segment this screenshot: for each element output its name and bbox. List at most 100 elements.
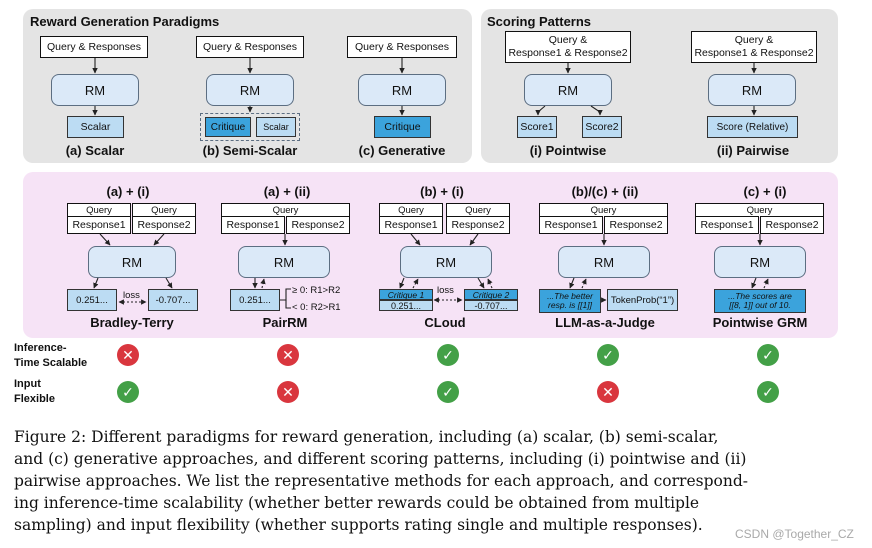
grm-header: (c) + (i) (743, 184, 787, 199)
caption-line-3: pairwise approaches. We list the represe… (14, 472, 748, 490)
cross-icon: ✕ (277, 381, 299, 403)
check-icon: ✓ (437, 381, 459, 403)
flexible-row-label: Input Flexible (14, 377, 55, 407)
b-rm-box: RM (206, 74, 294, 106)
c-rm-box: RM (358, 74, 446, 106)
judge-query-box: Query (539, 203, 668, 217)
grm-resp1-box: Response1 (695, 216, 759, 234)
cloud-critique1-box: Critique 1 (379, 289, 433, 300)
i-input-box: Query & Response1 & Response2 (505, 31, 631, 63)
pairrm-rm-box: RM (238, 246, 330, 278)
judge-output-line2: resp. is [[1]] (548, 300, 592, 310)
i-input-line2: Response1 & Response2 (508, 47, 628, 59)
cloud-query-box-2: Query (446, 203, 510, 217)
a-scalar-box: Scalar (67, 116, 124, 138)
cloud-val2-box: -0.707... (464, 300, 518, 311)
a-caption: (a) Scalar (65, 143, 125, 158)
scalable-label-line2: Time Scalable (14, 357, 88, 369)
paradigms-title: Reward Generation Paradigms (30, 14, 220, 29)
cloud-resp2-box: Response2 (446, 216, 510, 234)
grm-output-line1: ...The scores are (728, 291, 792, 302)
cloud-query-box-1: Query (379, 203, 443, 217)
pairrm-resp2-box: Response2 (286, 216, 350, 234)
check-icon: ✓ (757, 381, 779, 403)
grm-rm-box: RM (714, 246, 806, 278)
top-arrows (92, 58, 757, 116)
a-rm-box: RM (51, 74, 139, 106)
pairrm-out-box: 0.251... (230, 289, 280, 311)
ii-input-line1: Query & (734, 34, 774, 47)
caption-line-5: sampling) and input flexibility (whether… (14, 516, 703, 534)
b-input-box: Query & Responses (196, 36, 304, 58)
bottom-arrows (93, 233, 769, 309)
pairrm-query-box: Query (221, 203, 350, 217)
bt-query-box: Query (67, 203, 131, 217)
watermark: CSDN @Together_CZ (735, 527, 854, 541)
bt-out2-box: -0.707... (148, 289, 198, 311)
cross-icon: ✕ (117, 344, 139, 366)
i-score1-box: Score1 (517, 116, 557, 138)
judge-name: LLM-as-a-Judge (555, 315, 655, 330)
judge-output-box: ...The better resp. is [[1]] (539, 289, 601, 313)
pairrm-cond1: ≥ 0: R1>R2 (292, 285, 341, 296)
judge-output-line1: ...The better (547, 291, 593, 302)
cloud-val1-box: 0.251... (379, 300, 433, 311)
grm-name: Pointwise GRM (712, 315, 808, 330)
cloud-resp1-box: Response1 (379, 216, 443, 234)
pairrm-name: PairRM (262, 315, 308, 330)
bt-name: Bradley-Terry (90, 315, 174, 330)
pairrm-resp1-box: Response1 (221, 216, 285, 234)
i-input-line1: Query & (548, 34, 588, 47)
cross-icon: ✕ (277, 344, 299, 366)
cloud-rm-box: RM (400, 246, 492, 278)
judge-resp2-box: Response2 (604, 216, 668, 234)
caption-line-1: Figure 2: Different paradigms for reward… (14, 428, 719, 446)
a-input-box: Query & Responses (40, 36, 148, 58)
b-caption: (b) Semi-Scalar (202, 143, 298, 158)
grm-output-line2: [[8, 1]] out of 10. (729, 300, 791, 310)
cloud-name: CLoud (424, 315, 466, 330)
cloud-header: (b) + (i) (420, 184, 464, 199)
ii-score-relative-box: Score (Relative) (707, 116, 798, 138)
ii-caption: (ii) Pairwise (716, 143, 790, 158)
b-critique-box: Critique (205, 117, 251, 137)
ii-rm-box: RM (708, 74, 796, 106)
cloud-loss-label: loss (437, 285, 454, 296)
figure-caption: Figure 2: Different paradigms for reward… (14, 426, 858, 536)
ii-input-box: Query & Response1 & Response2 (691, 31, 817, 63)
check-icon: ✓ (117, 381, 139, 403)
caption-line-2: and (c) generative approaches, and diffe… (14, 450, 747, 468)
grm-query-box: Query (695, 203, 824, 217)
scalable-row-label: Inference- Time Scalable (14, 341, 87, 371)
grm-output-box: ...The scores are [[8, 1]] out of 10. (714, 289, 806, 313)
bt-header: (a) + (i) (106, 184, 150, 199)
pairrm-header: (a) + (ii) (263, 184, 311, 199)
bt-rm-box: RM (88, 246, 176, 278)
ii-input-line2: Response1 & Response2 (694, 47, 814, 59)
c-caption: (c) Generative (358, 143, 446, 158)
c-input-box: Query & Responses (347, 36, 457, 58)
check-icon: ✓ (437, 344, 459, 366)
judge-header: (b)/(c) + (ii) (571, 184, 639, 199)
scoring-title: Scoring Patterns (487, 14, 592, 29)
i-score2-box: Score2 (582, 116, 622, 138)
flexible-label-line2: Flexible (14, 393, 55, 405)
c-critique-box: Critique (374, 116, 431, 138)
judge-tokenprob-box: TokenProb(“1”) (607, 289, 678, 311)
bt-loss-label: loss (123, 290, 140, 301)
judge-resp1-box: Response1 (539, 216, 603, 234)
caption-line-4: ing inference-time scalability (whether … (14, 494, 700, 512)
pairrm-cond2: < 0: R2>R1 (292, 302, 341, 313)
judge-rm-box: RM (558, 246, 650, 278)
b-scalar-box: Scalar (256, 117, 296, 137)
check-icon: ✓ (597, 344, 619, 366)
cloud-critique2-box: Critique 2 (464, 289, 518, 300)
bt-out1-box: 0.251... (67, 289, 117, 311)
scalable-label-line1: Inference- (14, 342, 67, 354)
i-rm-box: RM (524, 74, 612, 106)
bt-resp2-box: Response2 (132, 216, 196, 234)
grm-resp2-box: Response2 (760, 216, 824, 234)
bt-query-box-2: Query (132, 203, 196, 217)
b-output-group (200, 113, 300, 141)
